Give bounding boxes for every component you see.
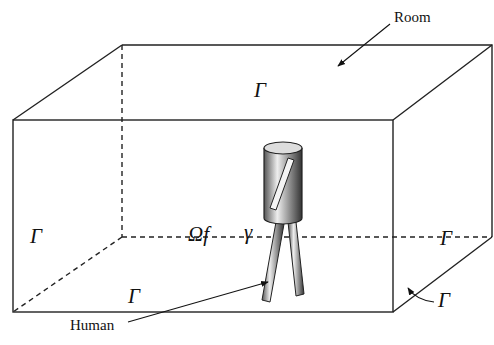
part-name: Room: [394, 10, 431, 25]
part-name: Human: [70, 318, 114, 333]
boundary-symbol: Γ: [128, 286, 140, 307]
room-box: [13, 45, 492, 312]
human-figure: [262, 142, 304, 302]
leader-lines: [128, 24, 434, 322]
boundary-symbol: Ωf: [188, 224, 209, 245]
boundary-symbol: Γ: [438, 290, 450, 311]
boundary-symbol: γ: [244, 222, 252, 243]
boundary-symbol: Γ: [254, 80, 266, 101]
boundary-symbol: Γ: [440, 228, 452, 249]
boundary-symbol: Γ: [30, 226, 42, 247]
